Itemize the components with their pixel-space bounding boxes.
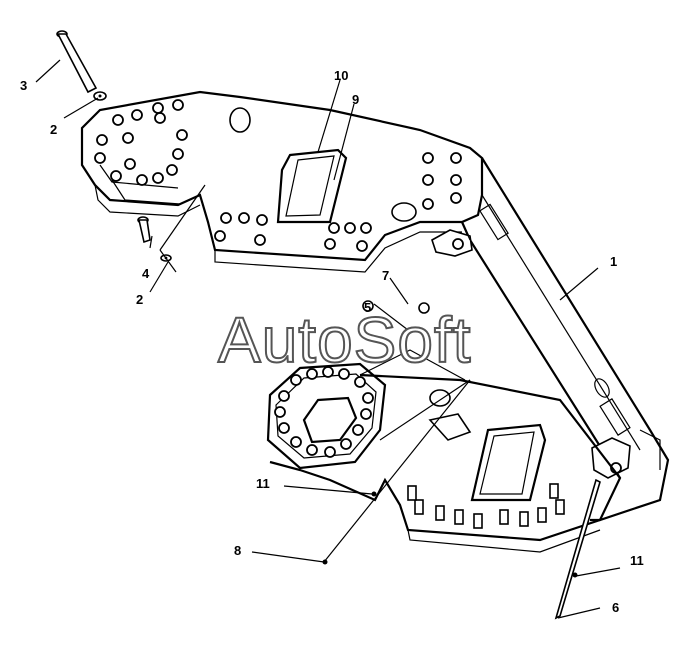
callout-2-top: 2 <box>50 122 57 137</box>
callout-6: 6 <box>612 600 619 615</box>
bracket-upper <box>431 229 473 257</box>
callout-4: 4 <box>142 266 150 281</box>
callout-8: 8 <box>234 543 241 558</box>
guide-lines <box>359 221 471 441</box>
bolt-3 <box>56 30 98 94</box>
callout-9: 9 <box>352 92 359 107</box>
upper-plate-holes <box>94 99 462 252</box>
bolt-6 <box>554 478 601 620</box>
callout-1: 1 <box>610 254 617 269</box>
callout-5: 5 <box>364 300 371 315</box>
bolt-8 <box>322 559 328 565</box>
callout-3: 3 <box>20 78 27 93</box>
callout-11-mid: 11 <box>256 476 270 491</box>
bracket-lower <box>591 437 631 479</box>
callout-10: 10 <box>334 68 348 83</box>
leader-lines <box>35 59 621 619</box>
lower-frame-plate <box>269 373 622 553</box>
callout-11-bottom: 11 <box>630 553 644 568</box>
washer-11-mid <box>371 491 377 497</box>
lower-plate-studs <box>407 483 565 529</box>
watermark-text: AutoSoft <box>218 304 472 376</box>
side-beam <box>460 157 670 522</box>
bolt-4 <box>137 216 151 244</box>
callout-2-bottom: 2 <box>136 292 143 307</box>
part-7-bolt <box>362 300 430 314</box>
callout-labels: 1 2 2 3 4 5 6 7 8 9 10 11 11 <box>20 68 644 615</box>
upper-frame-plate <box>80 90 484 273</box>
callout-7: 7 <box>382 268 389 283</box>
washer-11-bottom <box>572 572 578 578</box>
rotary-base <box>266 362 387 470</box>
